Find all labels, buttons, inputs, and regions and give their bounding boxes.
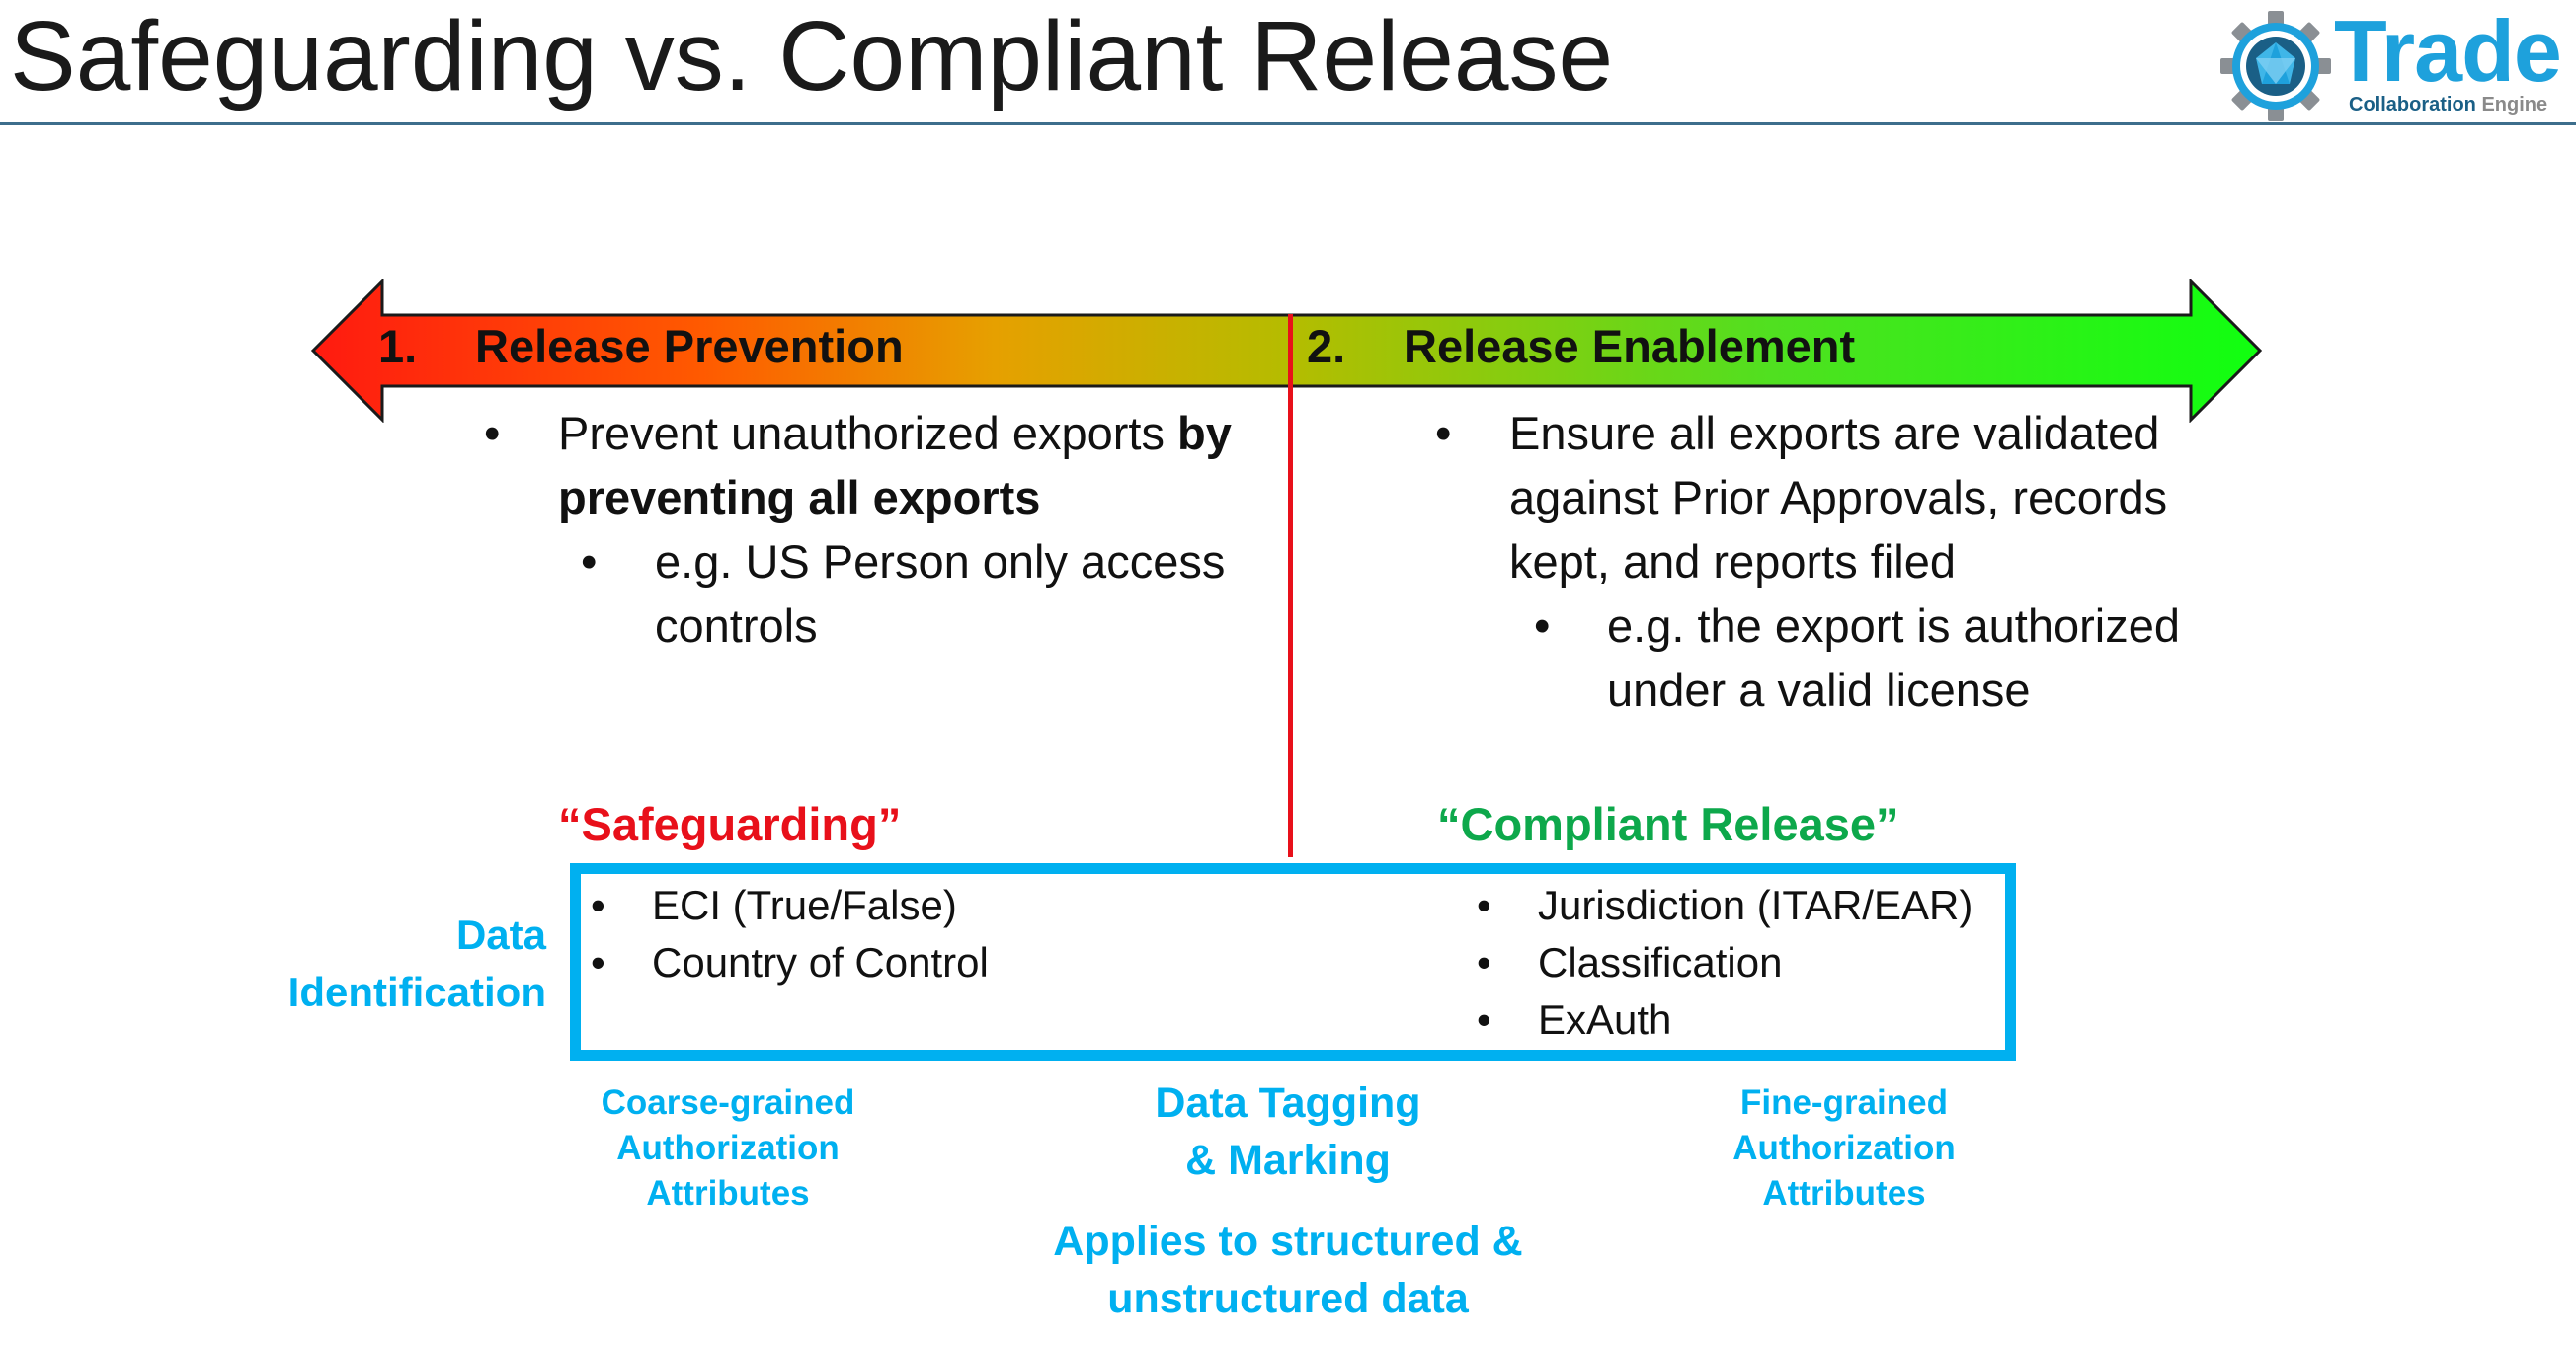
coarse-line-3: Attributes [646, 1174, 810, 1213]
left-bullet-line-1: Prevent unauthorized exports by [558, 401, 1232, 465]
box-right-item-3-dot: • [1477, 996, 1491, 1043]
box-left-item-1: ECI (True/False) [652, 882, 957, 928]
data-tagging-line-2: & Marking [1185, 1137, 1391, 1184]
box-right-item-2: Classification [1538, 939, 1783, 986]
right-sub-bullet-line-1: e.g. the export is authorized [1607, 599, 2181, 652]
left-sub-bullet-dot: • [581, 535, 598, 588]
applies-line-2: unstructured data [1107, 1275, 1469, 1322]
release-enablement-label: 2. Release Enablement [1307, 314, 1855, 379]
box-left-item-1-dot: • [591, 882, 605, 928]
safeguarding-label: “Safeguarding” [558, 798, 902, 850]
fine-line-3: Attributes [1762, 1174, 1926, 1213]
coarse-grained-attributes-label: Coarse-grained Authorization Attributes [570, 1080, 886, 1217]
data-tagging-label: Data Tagging & Marking [1090, 1074, 1486, 1189]
compliant-release-label: “Compliant Release” [1437, 798, 1899, 850]
fine-grained-attributes-label: Fine-grained Authorization Attributes [1686, 1080, 2002, 1217]
box-right-item-3: ExAuth [1538, 996, 1672, 1043]
release-enablement-text: Release Enablement [1404, 320, 1856, 372]
release-enablement-number: 2. [1307, 320, 1346, 372]
data-identification-label: Data Identification [267, 907, 546, 1021]
fine-line-2: Authorization [1732, 1129, 1956, 1167]
gear-icon [2220, 11, 2331, 121]
fine-line-1: Fine-grained [1739, 1083, 1949, 1122]
left-bullet-line-2: preventing all exports [558, 471, 1041, 523]
left-bullet-line-1-bold: by [1177, 407, 1232, 459]
logo-wordmark: Trade [2334, 2, 2562, 100]
left-sub-bullet-line-1: e.g. US Person only access [655, 535, 1226, 588]
coarse-line-1: Coarse-grained [601, 1083, 855, 1122]
right-bullet-line-2: against Prior Approvals, records [1509, 471, 2168, 523]
logo-tagline-left: Collaboration [2349, 94, 2476, 116]
release-prevention-label: 1. Release Prevention [378, 314, 904, 379]
center-divider [1288, 314, 1293, 857]
left-bullet-line-1-plain: Prevent unauthorized exports [558, 407, 1178, 459]
right-sub-bullet-dot: • [1534, 599, 1551, 652]
left-sub-bullet-line-2: controls [655, 599, 818, 652]
release-spectrum-arrow [311, 279, 2262, 423]
data-identification-box [570, 863, 2016, 1061]
right-bullet-line-1: Ensure all exports are validated [1509, 407, 2160, 459]
logo-tagline-right: Engine [2481, 94, 2548, 116]
box-right-item-1: Jurisdiction (ITAR/EAR) [1538, 882, 1973, 928]
page-title: Safeguarding vs. Compliant Release [10, 1, 1614, 112]
left-bullet-dot: • [484, 407, 501, 459]
data-identification-line-2: Identification [287, 969, 546, 1015]
title-divider [0, 122, 2576, 125]
applies-line-1: Applies to structured & [1053, 1218, 1523, 1265]
coarse-line-2: Authorization [616, 1129, 840, 1167]
right-bullet-line-3: kept, and reports filed [1509, 535, 1956, 588]
release-prevention-number: 1. [378, 320, 418, 372]
release-prevention-text: Release Prevention [475, 320, 904, 372]
box-left-item-2-dot: • [591, 939, 605, 986]
data-identification-line-1: Data [455, 911, 546, 958]
applies-to-data-label: Applies to structured & unstructured dat… [992, 1213, 1584, 1327]
box-left-item-2: Country of Control [652, 939, 989, 986]
right-bullet-dot: • [1435, 407, 1452, 459]
right-sub-bullet-line-2: under a valid license [1607, 664, 2031, 716]
box-right-item-2-dot: • [1477, 939, 1491, 986]
box-right-item-1-dot: • [1477, 882, 1491, 928]
logo-tagline: Collaboration Engine [2349, 93, 2547, 117]
data-tagging-line-1: Data Tagging [1155, 1079, 1421, 1127]
trade-logo: Trade Collaboration Engine [2217, 2, 2573, 124]
